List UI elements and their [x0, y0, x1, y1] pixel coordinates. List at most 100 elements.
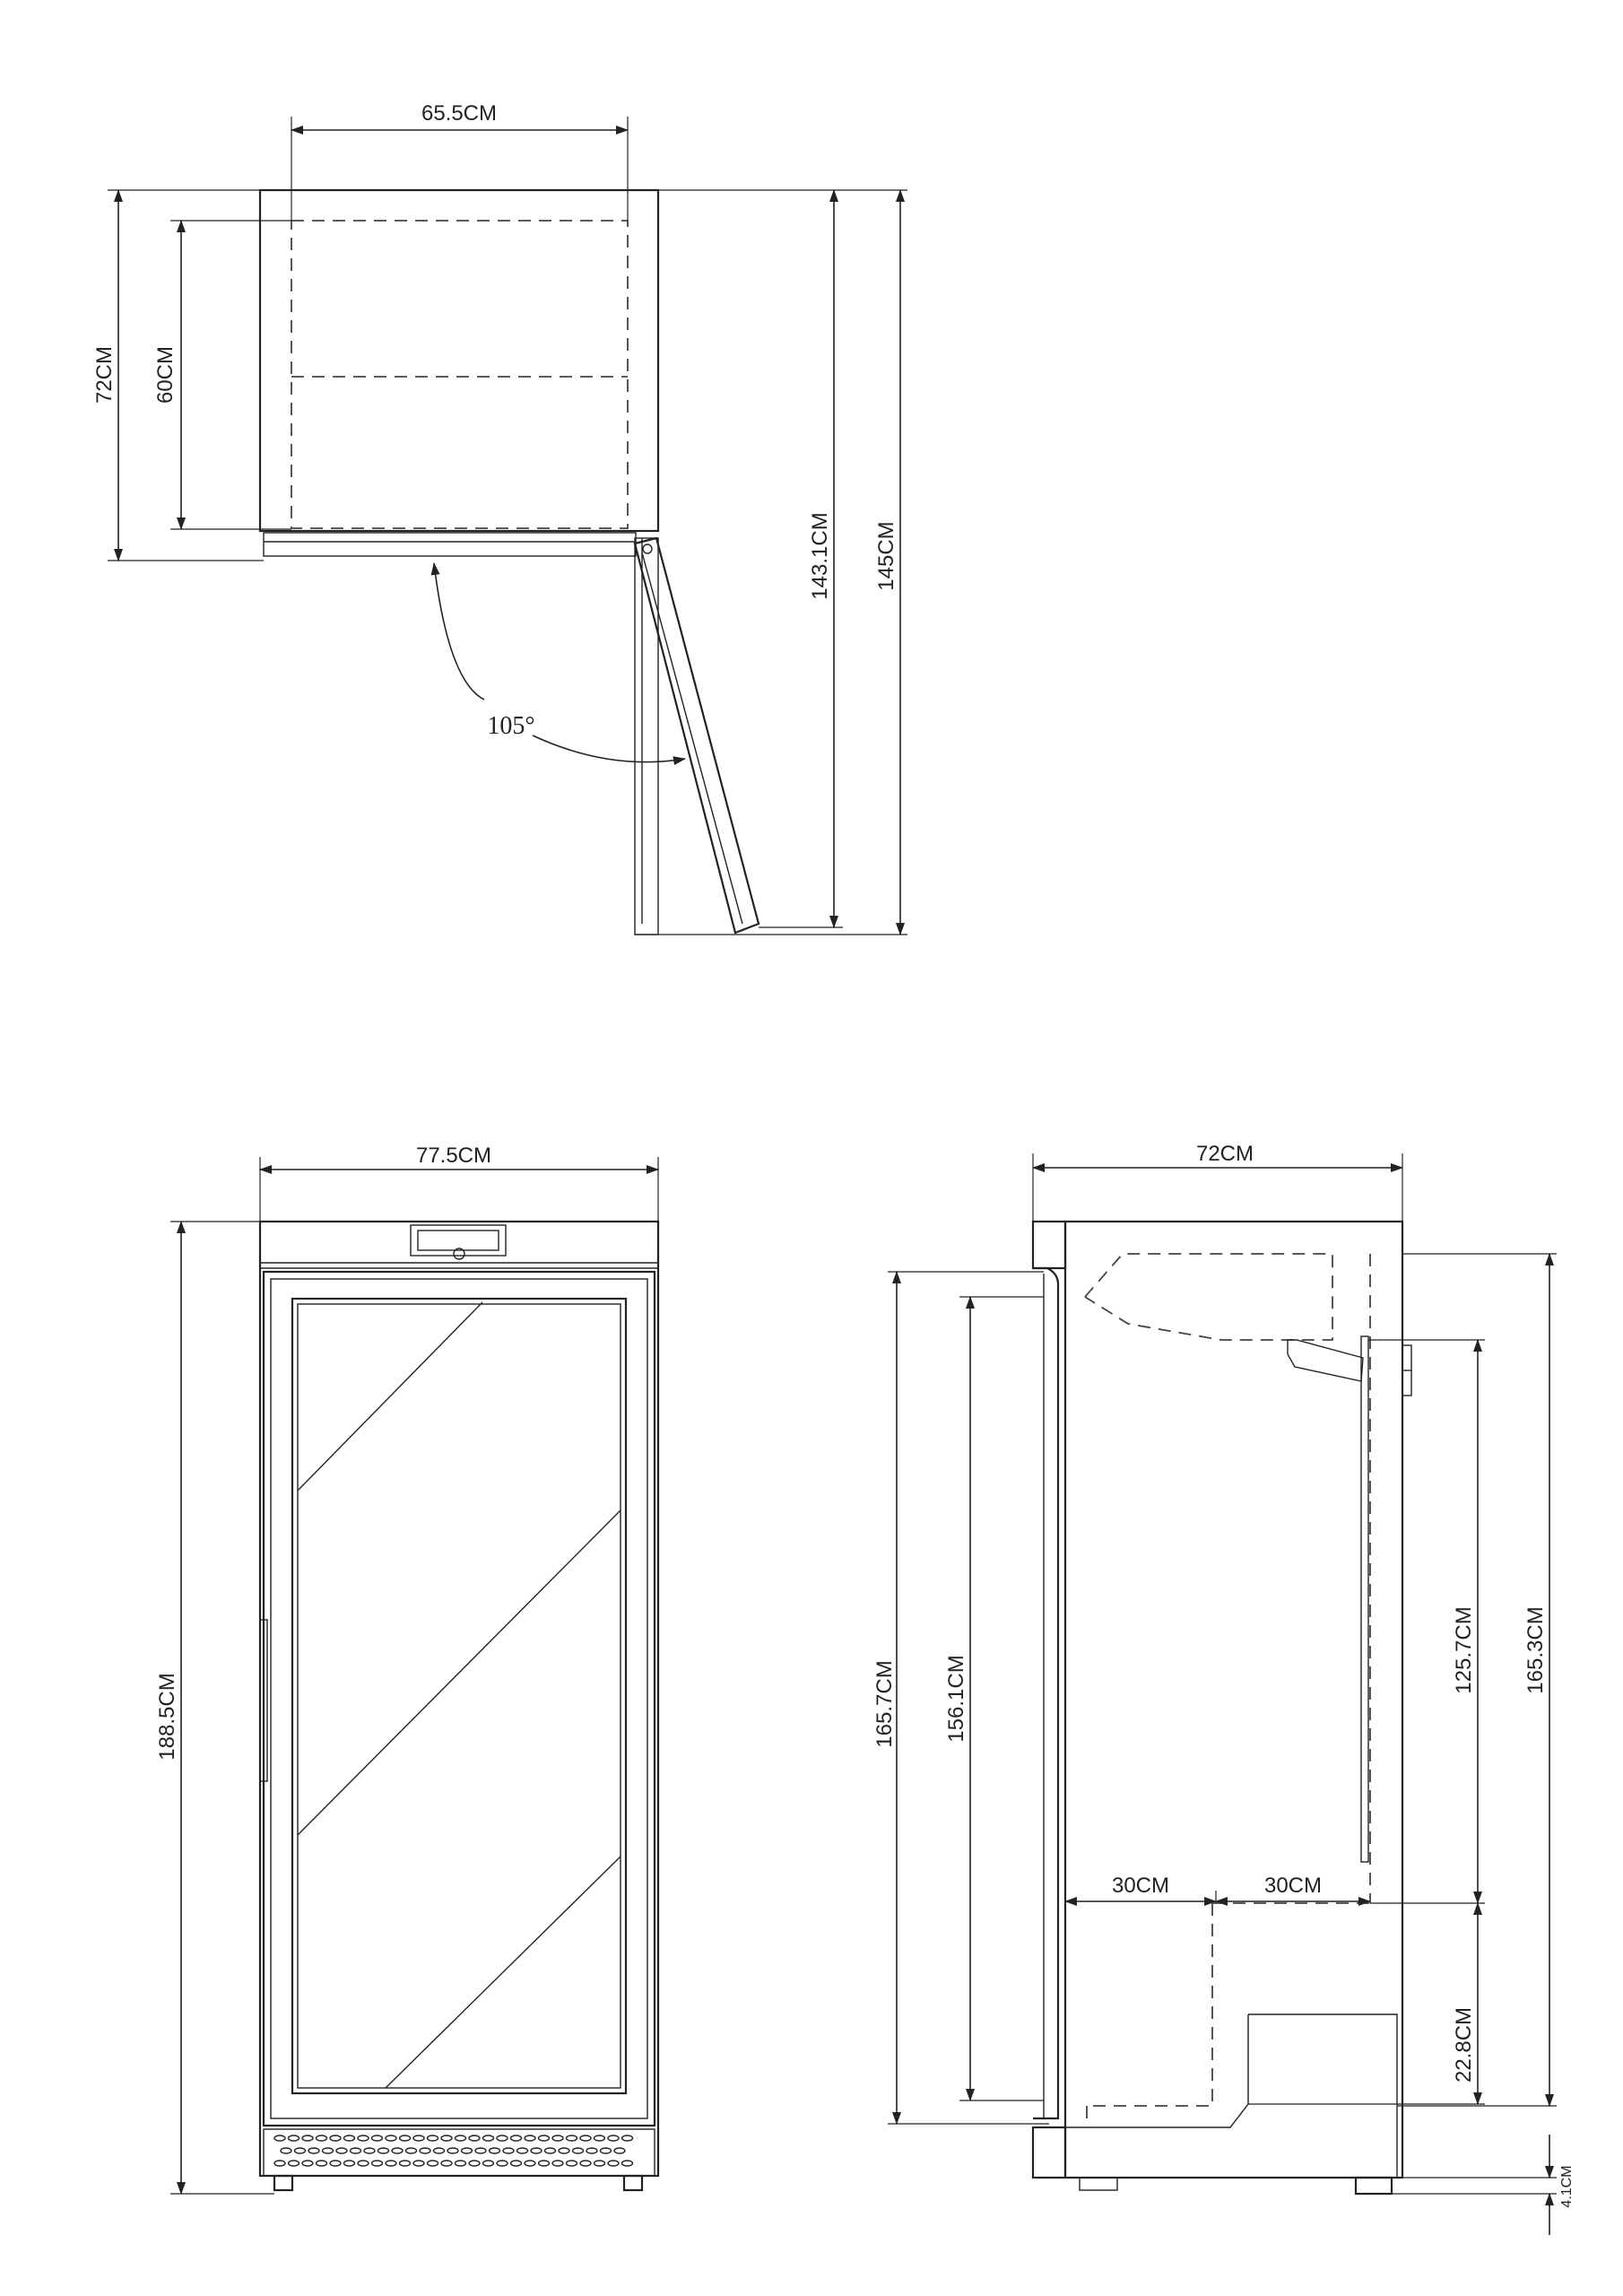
side-door-profile: [1033, 1266, 1060, 2120]
vent-slot: [343, 2160, 356, 2167]
vent-slot: [565, 2160, 578, 2167]
vent-slot: [363, 2147, 376, 2154]
vent-grille: [273, 2135, 634, 2167]
vent-slot: [287, 2160, 300, 2167]
vent-slot: [621, 2135, 634, 2142]
vent-slot: [432, 2147, 446, 2154]
vent-slot: [385, 2160, 397, 2167]
open-door: [633, 536, 760, 935]
vent-slot: [482, 2160, 495, 2167]
label-shelf-rear: 30CM: [1264, 1874, 1322, 1898]
vent-slot: [385, 2135, 397, 2142]
vent-slot: [426, 2135, 439, 2142]
door-glass-panel: [291, 1297, 628, 2095]
angle-arc-lower: [532, 735, 686, 766]
side-foot-front: [1079, 2177, 1118, 2191]
label-door-height: 165.7CM: [872, 1660, 897, 1747]
vent-slot: [301, 2135, 314, 2142]
label-lower-section: 22.8CM: [1452, 2007, 1476, 2083]
label-top-depth-inner: 60CM: [153, 346, 178, 404]
front-view: 77.5CM 188.5CM: [155, 1144, 660, 2195]
side-cabinet-outline: [1063, 1220, 1404, 2179]
label-door-angle: 105°: [487, 712, 534, 740]
vent-slot: [607, 2135, 620, 2142]
vent-slot: [321, 2147, 334, 2154]
vent-slot: [357, 2160, 369, 2167]
vent-slot: [454, 2160, 467, 2167]
vent-slot: [565, 2135, 578, 2142]
lock-icon: [453, 1248, 465, 1260]
vent-slot: [308, 2147, 320, 2154]
front-door-frame: [262, 1270, 656, 2127]
side-top-compartment: [1084, 1253, 1333, 1341]
vent-slot: [524, 2160, 536, 2167]
vent-slot: [537, 2160, 551, 2167]
vent-slot: [301, 2160, 314, 2167]
label-glass-height: 156.1CM: [944, 1655, 968, 1742]
vent-slot: [586, 2147, 598, 2154]
vent-slot: [558, 2147, 570, 2154]
vent-slot: [579, 2160, 592, 2167]
front-foot-right: [622, 2174, 644, 2192]
vent-slot: [516, 2147, 529, 2154]
label-interior-total: 165.3CM: [1523, 1606, 1548, 1693]
label-interior-upper: 125.7CM: [1452, 1606, 1476, 1693]
vent-slot: [543, 2147, 557, 2154]
label-side-depth: 72CM: [1196, 1142, 1254, 1166]
side-base-front: [1031, 2126, 1067, 2179]
label-open-depth: 143.1CM: [808, 512, 832, 599]
vent-slot: [551, 2160, 564, 2167]
top-view-front-strip: [263, 532, 637, 557]
vent-slot: [315, 2160, 328, 2167]
vent-slot: [509, 2135, 523, 2142]
top-view-inner-liner: [291, 220, 629, 529]
vent-slot: [412, 2160, 425, 2167]
vent-slot: [440, 2160, 453, 2167]
angle-arc-upper: [430, 562, 485, 700]
vent-slot: [329, 2135, 342, 2142]
glass-reflection-1: [297, 1301, 483, 1492]
glass-reflection-3: [385, 1856, 621, 2089]
vent-slot: [377, 2147, 390, 2154]
vent-slot: [398, 2160, 412, 2167]
vent-slot: [474, 2147, 487, 2154]
door-handle: [259, 1619, 268, 1782]
hinge-pin: [642, 544, 653, 554]
vent-slot: [496, 2135, 508, 2142]
vent-slot: [404, 2147, 418, 2154]
vent-slot: [419, 2147, 431, 2154]
vent-slot: [460, 2147, 473, 2154]
vent-slot: [454, 2135, 467, 2142]
side-view: 72CM 165.7CM 156.1CM 125.7CM 22.8CM 165.…: [872, 1142, 1575, 2235]
vent-slot: [551, 2135, 564, 2142]
vent-slot: [571, 2147, 585, 2154]
vent-slot: [621, 2160, 634, 2167]
side-top-cap: [1031, 1220, 1067, 1270]
vent-slot: [273, 2160, 286, 2167]
vent-slot: [482, 2135, 495, 2142]
label-top-depth-outer: 72CM: [92, 346, 117, 404]
vent-slot: [335, 2147, 348, 2154]
label-foot-height: 4.1CM: [1559, 2165, 1575, 2207]
glass-reflection-2: [297, 1509, 621, 1836]
side-bottom-compartment: [1087, 1903, 1213, 2107]
vent-slot: [607, 2160, 620, 2167]
vent-slot: [537, 2135, 551, 2142]
vent-slot: [599, 2147, 612, 2154]
vent-slot: [579, 2135, 592, 2142]
side-rail: [1360, 1335, 1369, 1863]
side-foot-rear: [1354, 2176, 1393, 2196]
front-base-vent: [263, 2128, 655, 2177]
vent-slot: [488, 2147, 501, 2154]
lock-plate: [410, 1224, 507, 1257]
fan-duct: [1287, 1339, 1364, 1382]
vent-slot: [440, 2135, 453, 2142]
vent-slot: [524, 2135, 536, 2142]
vent-slot: [273, 2135, 286, 2142]
vent-slot: [593, 2160, 606, 2167]
vent-slot: [593, 2135, 606, 2142]
vent-slot: [343, 2135, 356, 2142]
vent-slot: [468, 2160, 481, 2167]
